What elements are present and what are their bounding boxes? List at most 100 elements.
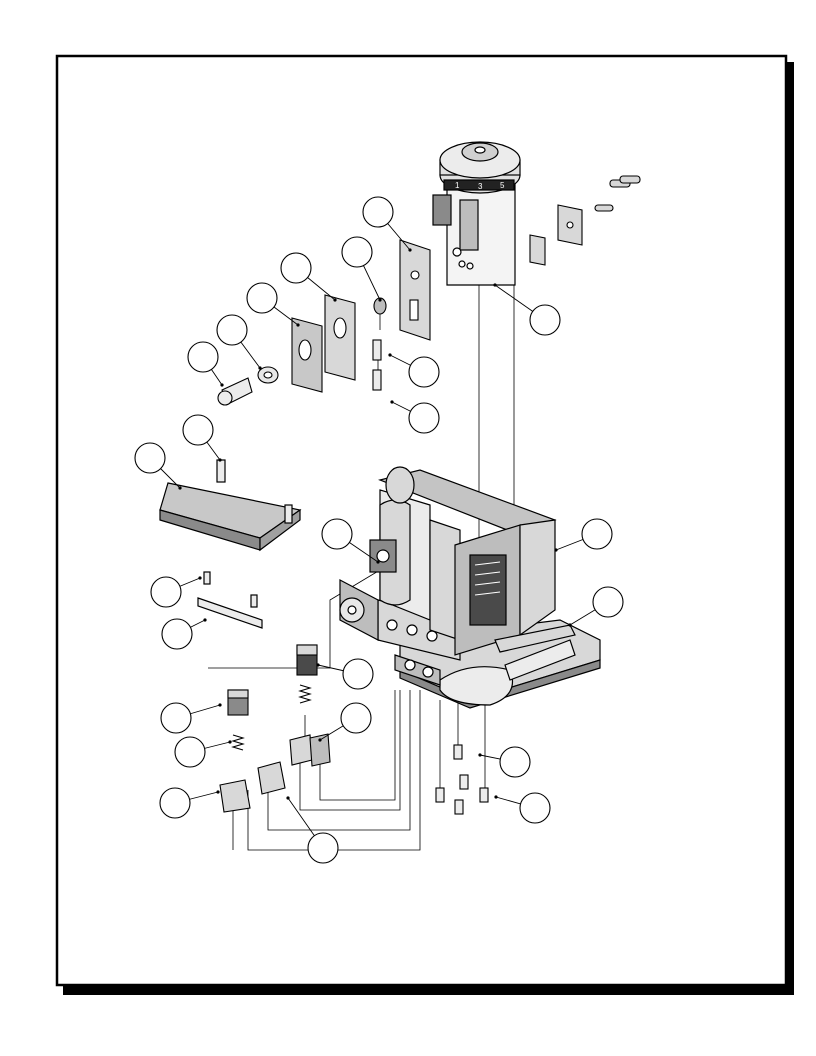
cover-plate xyxy=(159,459,302,629)
callout-bubble xyxy=(478,746,531,778)
callout-bubble xyxy=(390,400,440,434)
callout-layer xyxy=(134,196,624,864)
callout-bubble xyxy=(286,796,339,864)
callout-arrowhead xyxy=(333,298,337,302)
callout-arrowhead xyxy=(568,623,572,627)
callout-arrowhead xyxy=(220,383,224,387)
callout-circle xyxy=(307,832,339,864)
callout-arrowhead xyxy=(203,618,207,622)
callout-bubble xyxy=(494,792,551,824)
callout-arrowhead xyxy=(554,548,558,552)
exploded-plates xyxy=(217,239,431,406)
callout-bubble xyxy=(160,702,222,734)
pin-2 xyxy=(372,369,382,391)
screw-5 xyxy=(459,774,469,790)
callout-arrowhead xyxy=(198,576,202,580)
screw-3 xyxy=(454,799,464,815)
callout-bubble xyxy=(246,282,300,327)
callout-circle xyxy=(150,576,182,608)
callout-arrowhead xyxy=(258,366,262,370)
spacer xyxy=(373,297,387,315)
callout-arrowhead xyxy=(478,753,482,757)
block-c xyxy=(257,761,286,795)
callout-bubble xyxy=(554,518,613,552)
callout-circle xyxy=(187,341,219,373)
leader-lines xyxy=(208,285,515,851)
callout-bubble xyxy=(318,702,372,742)
callout-arrowhead xyxy=(286,796,290,800)
dial-slot xyxy=(459,199,479,251)
callout-bubble xyxy=(182,414,222,462)
svg-text:1: 1 xyxy=(455,181,460,190)
callout-circle xyxy=(499,746,531,778)
callout-bubble xyxy=(187,341,224,387)
callout-circle xyxy=(159,787,191,819)
callout-circle xyxy=(342,658,374,690)
callout-circle xyxy=(134,442,166,474)
callout-bubble xyxy=(280,252,337,302)
callout-bubble xyxy=(159,787,220,819)
callout-arrowhead xyxy=(408,248,412,252)
screw-2 xyxy=(435,787,445,803)
dial-scale xyxy=(443,179,515,191)
callout-arrowhead xyxy=(316,663,320,667)
callout-arrowhead xyxy=(376,560,380,564)
callout-circle xyxy=(408,402,440,434)
callout-bubble xyxy=(216,314,262,370)
long-plate xyxy=(399,239,431,341)
callout-circle xyxy=(160,702,192,734)
block-b xyxy=(219,779,251,813)
callout-bubble xyxy=(150,576,202,608)
callout-arrowhead xyxy=(494,795,498,799)
callout-circle xyxy=(280,252,312,284)
callout-arrowhead xyxy=(218,458,222,462)
callout-circle xyxy=(340,702,372,734)
callout-circle xyxy=(362,196,394,228)
spring-2 xyxy=(231,734,245,751)
callout-arrowhead xyxy=(296,323,300,327)
small-bracket xyxy=(529,234,546,266)
lower-blocks xyxy=(219,644,489,815)
callout-arrowhead xyxy=(388,353,392,357)
callout-bubble xyxy=(362,196,412,252)
right-housing-side xyxy=(519,519,556,637)
block-d xyxy=(289,734,313,766)
callout-circle xyxy=(408,356,440,388)
callout-arrowhead xyxy=(178,486,182,490)
callout-circle xyxy=(341,236,373,268)
callout-circle xyxy=(216,314,248,346)
callout-circle xyxy=(581,518,613,550)
callout-circle xyxy=(174,736,206,768)
callout-circle xyxy=(592,586,624,618)
slide-bar xyxy=(504,639,576,681)
screw-4 xyxy=(479,787,489,803)
callout-circle xyxy=(519,792,551,824)
callout-bubble xyxy=(321,518,380,564)
svg-text:5: 5 xyxy=(500,181,505,190)
pin xyxy=(372,339,382,361)
callout-circle xyxy=(182,414,214,446)
callout-bubble xyxy=(316,658,374,690)
callout-circle xyxy=(529,304,561,336)
top-right-hardware xyxy=(529,175,641,266)
dial-tube xyxy=(446,179,516,286)
callout-arrowhead xyxy=(218,703,222,707)
block-e xyxy=(309,733,331,767)
spring-1 xyxy=(298,684,312,704)
rotary-plate xyxy=(439,666,514,706)
callout-bubble xyxy=(388,353,440,388)
callout-arrowhead xyxy=(378,298,382,302)
side-slide-bar xyxy=(494,624,576,653)
callout-arrowhead xyxy=(216,790,220,794)
callout-arrowhead xyxy=(390,400,394,404)
callout-arrowhead xyxy=(318,738,322,742)
callout-bubble xyxy=(493,283,561,336)
callout-circle xyxy=(321,518,353,550)
callout-bubble xyxy=(568,586,624,627)
callout-bubble xyxy=(161,618,207,650)
screw-1 xyxy=(453,744,463,760)
callout-bubble xyxy=(174,736,232,768)
label-plate xyxy=(469,554,507,626)
